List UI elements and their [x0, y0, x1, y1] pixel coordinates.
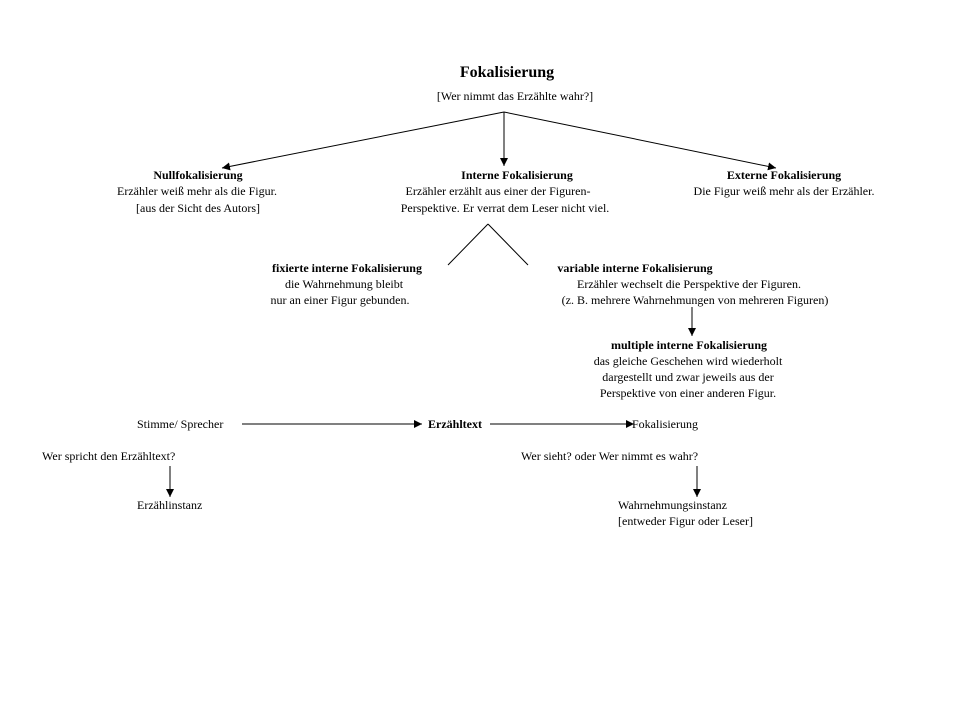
multiple-fokalisierung-line-3: Perspektive von einer anderen Figur.	[599, 386, 777, 400]
multiple-fokalisierung-heading: multiple interne Fokalisierung	[611, 338, 767, 352]
fixierte-fokalisierung-line-1: die Wahrnehmung bleibt	[284, 277, 404, 291]
fixierte-fokalisierung-heading: fixierte interne Fokalisierung	[272, 261, 422, 275]
wahrnehmungsinstanz-label: Wahrnehmungsinstanz	[618, 498, 728, 512]
externe-fokalisierung-heading: Externe Fokalisierung	[726, 168, 842, 182]
wahrnehmungsinstanz-note: [entweder Figur oder Leser]	[618, 514, 753, 528]
nullfokalisierung-line-2: [aus der Sicht des Autors]	[136, 201, 260, 215]
arrow-to-nullfokalisierung	[221, 111, 505, 171]
nullfokalisierung-heading: Nullfokalisierung	[153, 168, 243, 182]
variable-fokalisierung-heading: variable interne Fokalisierung	[557, 261, 713, 275]
variable-fokalisierung-line-1: Erzähler wechselt die Perspektive der Fi…	[577, 277, 801, 291]
diagram-subtitle: [Wer nimmt das Erzählte wahr?]	[436, 89, 594, 103]
interne-fokalisierung-line-2: Perspektive. Er verrat dem Leser nicht v…	[400, 201, 610, 215]
nullfokalisierung-line-1: Erzähler weiß mehr als die Figur.	[117, 184, 277, 198]
fokalisierung-label: Fokalisierung	[632, 417, 698, 431]
fixierte-fokalisierung-line-2: nur an einer Figur gebunden.	[270, 293, 410, 307]
erzaehltext-label: Erzähltext	[428, 417, 482, 431]
question-wer-spricht: Wer spricht den Erzähltext?	[42, 449, 176, 463]
branch-line-variable	[487, 223, 529, 266]
arrow-to-externe-fokalisierung	[503, 111, 777, 171]
multiple-fokalisierung-line-1: das gleiche Geschehen wird wiederholt	[593, 354, 783, 368]
question-wer-sieht: Wer sieht? oder Wer nimmt es wahr?	[521, 449, 699, 463]
variable-fokalisierung-line-2: (z. B. mehrere Wahrnehmungen von mehrere…	[561, 293, 829, 307]
diagram-title: Fokalisierung	[459, 64, 555, 81]
branch-line-fixierte	[447, 223, 489, 266]
interne-fokalisierung-line-1: Erzähler erzählt aus einer der Figuren-	[405, 184, 591, 198]
multiple-fokalisierung-line-2: dargestellt und zwar jeweils aus der	[602, 370, 774, 384]
erzaehlinstanz-label: Erzählinstanz	[137, 498, 203, 512]
stimme-sprecher-label: Stimme/ Sprecher	[137, 417, 224, 431]
externe-fokalisierung-line-1: Die Figur weiß mehr als der Erzähler.	[693, 184, 875, 198]
interne-fokalisierung-heading: Interne Fokalisierung	[461, 168, 573, 182]
